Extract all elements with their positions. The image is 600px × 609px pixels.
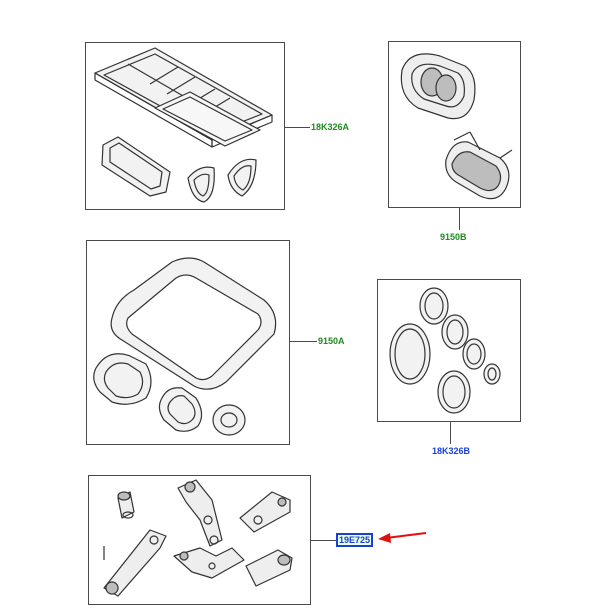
leader-9150a (290, 341, 317, 342)
rounded-seal-part-1 (93, 353, 152, 405)
leader-9150b (459, 208, 460, 230)
triangle-seal-part-2 (227, 158, 257, 197)
triangle-seal-part-1 (187, 166, 215, 203)
actuator-link-kit-part (103, 479, 293, 597)
callout-19e725[interactable]: 19E725 (336, 533, 374, 547)
air-valve-part (445, 131, 513, 200)
leader-18k326a (285, 127, 310, 128)
callout-9150a[interactable]: 9150A (318, 336, 345, 346)
vent-outlet-part (400, 53, 476, 120)
large-gasket-part (110, 257, 277, 390)
oval-seal-part (101, 136, 171, 197)
rounded-seal-part-2 (158, 387, 203, 432)
o-ring-set-part (389, 287, 501, 414)
callout-9150b[interactable]: 9150B (440, 232, 467, 242)
callout-18k326a[interactable]: 18K326A (311, 122, 350, 132)
duct-seal-frame-part (94, 47, 273, 148)
callout-18k326b[interactable]: 18K326B (432, 446, 471, 456)
leader-19e725 (311, 540, 336, 541)
ring-seal-part (212, 404, 246, 436)
red-arrow-icon (378, 532, 427, 543)
leader-18k326b (450, 422, 451, 444)
